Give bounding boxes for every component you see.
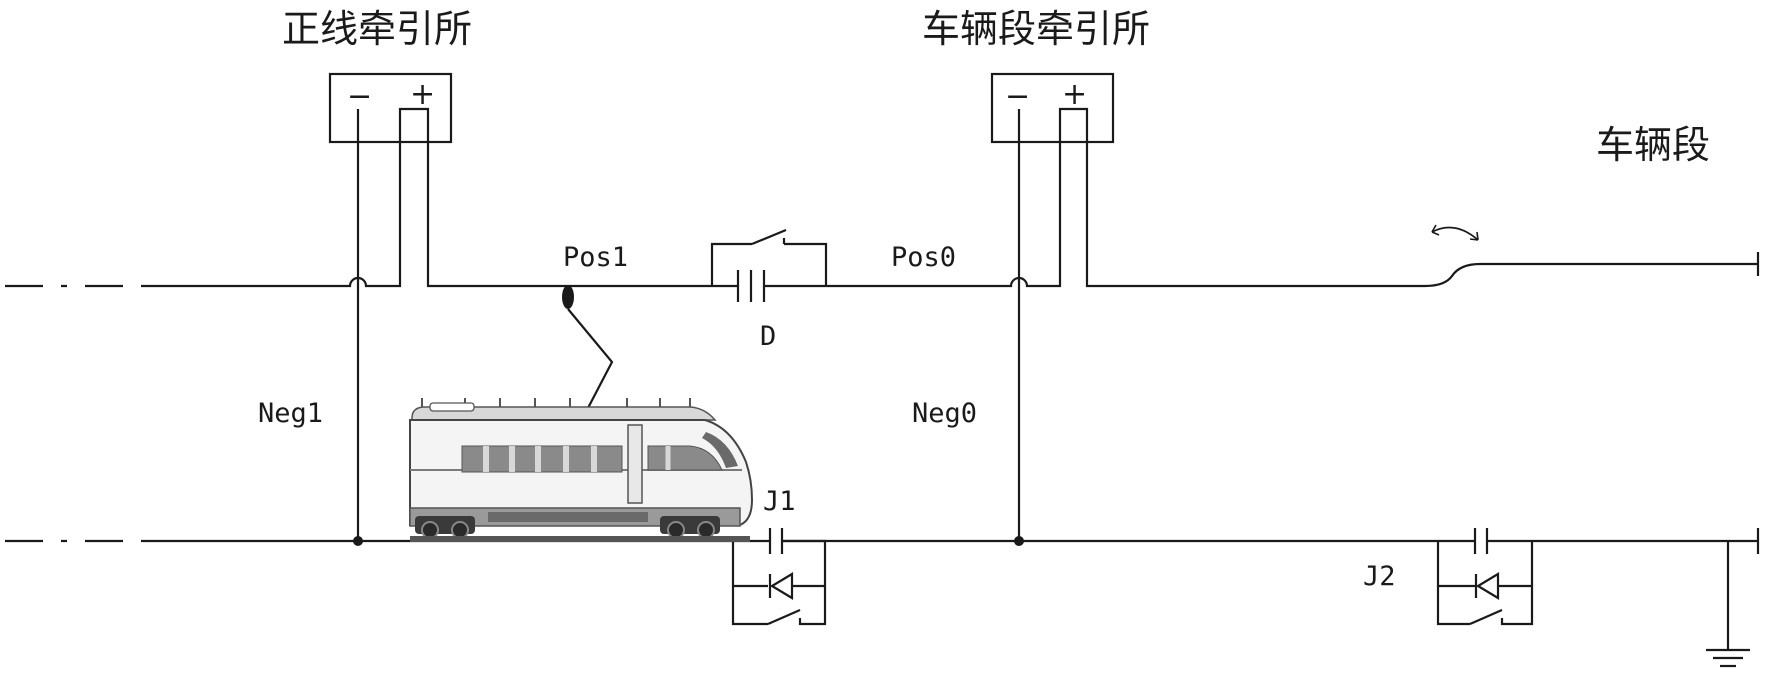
d-label: D [760,321,776,352]
ground-icon [1706,541,1750,666]
depot-minus-terminal: − [1005,79,1030,114]
j2-bypass [1438,541,1532,624]
isolator-d [712,230,826,302]
depot-substation-title: 车辆段牵引所 [922,7,1150,51]
neg0-node [1014,536,1024,546]
pantograph-contact [562,285,574,309]
j1-bypass [733,541,825,624]
neg1-node [353,536,363,546]
j1-label: J1 [763,486,796,517]
mainline-substation-title: 正线牵引所 [282,7,472,51]
depot-substation-box: − + [992,74,1113,142]
mainline-minus-terminal: − [347,79,372,114]
neg0-label: Neg0 [912,398,977,429]
negative-line [5,528,1758,554]
neg1-label: Neg1 [258,398,323,429]
positive-line [5,109,1758,286]
switch-arrow-icon [1432,225,1478,240]
pantograph-arm [568,309,612,408]
depot-title: 车辆段 [1596,123,1710,167]
train-icon [410,398,752,542]
depot-plus-terminal: + [1062,77,1087,112]
mainline-substation-box: − + [330,74,451,142]
pos0-label: Pos0 [891,242,956,273]
j2-label: J2 [1363,561,1396,592]
pos1-label: Pos1 [563,242,628,273]
mainline-plus-terminal: + [410,77,435,112]
